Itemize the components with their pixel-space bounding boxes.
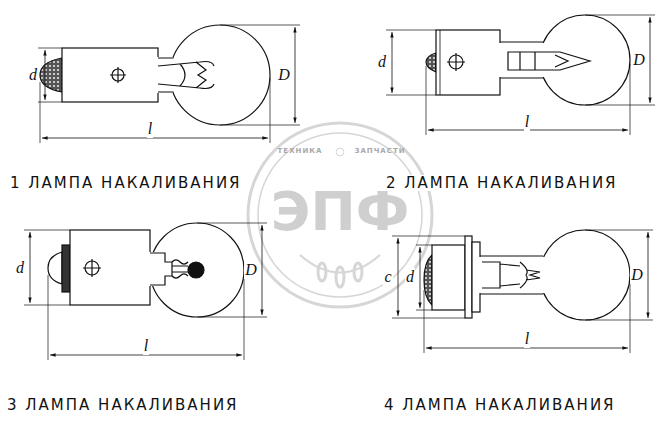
dimension-label: D bbox=[632, 51, 646, 69]
figure-caption: 2 ЛАМПА НАКАЛИВАНИЯ bbox=[384, 175, 620, 192]
lamp-2 bbox=[386, 15, 655, 135]
figure-caption: 3 ЛАМПА НАКАЛИВАНИЯ bbox=[5, 397, 241, 414]
dimension-label: l bbox=[524, 330, 530, 348]
dimension-label: d bbox=[28, 66, 38, 84]
figure-caption: 1 ЛАМПА НАКАЛИВАНИЯ bbox=[8, 175, 244, 192]
dimension-label: d bbox=[405, 268, 415, 286]
lamp-3 bbox=[24, 223, 267, 360]
dimension-label: D bbox=[244, 261, 258, 279]
dimension-label: l bbox=[143, 337, 149, 355]
dimension-label: D bbox=[277, 66, 291, 84]
dimension-label: d bbox=[377, 53, 387, 71]
lamp-1 bbox=[38, 25, 300, 143]
figure-caption: 4 ЛАМПА НАКАЛИВАНИЯ bbox=[382, 397, 618, 414]
watermark-text: ЗАПЧАСТИ bbox=[354, 148, 405, 156]
dimension-label: l bbox=[147, 120, 153, 138]
dimension-label: d bbox=[15, 259, 25, 277]
watermark-emblem bbox=[248, 123, 432, 307]
dimension-label: c bbox=[383, 268, 392, 286]
watermark-text: ТЕХНИКА bbox=[278, 148, 323, 156]
lamp-4 bbox=[392, 230, 653, 353]
dimension-label: l bbox=[524, 113, 530, 131]
dimension-label: D bbox=[630, 266, 644, 284]
